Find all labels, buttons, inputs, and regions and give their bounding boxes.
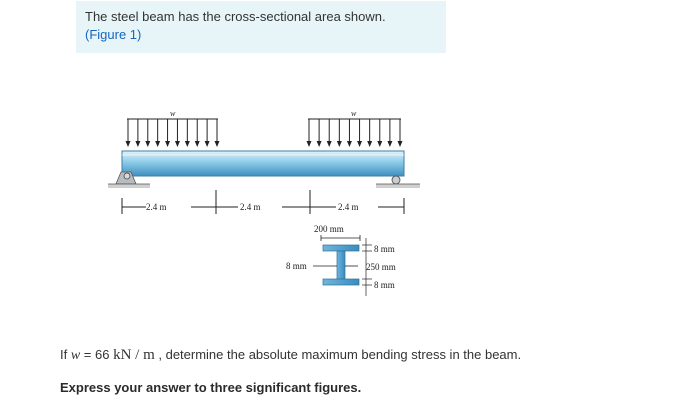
load-arrow-head: [184, 141, 190, 147]
beam: [121, 150, 405, 177]
top-flange-thickness-label: 8 mm: [374, 244, 395, 254]
load-arrow-head: [397, 141, 403, 147]
load-arrow-head: [326, 141, 332, 147]
load-arrow-head: [125, 141, 131, 147]
question-unit: kN / m: [113, 347, 155, 363]
question-equals: = 66: [80, 347, 114, 362]
load-arrow-head: [336, 141, 342, 147]
load-arrow-head: [377, 141, 383, 147]
span-2-label: 2.4 m: [240, 202, 261, 212]
load-arrow-head: [214, 141, 220, 147]
load-arrow-head: [135, 141, 141, 147]
load-arrow-head: [387, 141, 393, 147]
load-arrow-head: [194, 141, 200, 147]
flange-width-label: 200 mm: [314, 224, 344, 234]
load-arrow-head: [155, 141, 161, 147]
web-thickness-label: 8 mm: [286, 261, 307, 271]
intro-text: The steel beam has the cross-sectional a…: [85, 9, 386, 24]
pin-support: [108, 171, 150, 188]
distributed-load-right: w: [306, 109, 403, 147]
span-3-label: 2.4 m: [338, 202, 359, 212]
load-arrow-head: [165, 141, 171, 147]
span-dimensions: 2.4 m 2.4 m 2.4 m: [121, 190, 405, 214]
question-text: If w = 66 kN / m , determine the absolut…: [60, 347, 521, 364]
cross-section: 200 mm 8 mm 8 mm 250 mm 8 mm: [286, 224, 396, 296]
load-label-left: w: [170, 109, 176, 118]
distributed-load-left: w: [125, 109, 220, 147]
load-label-right: w: [351, 109, 357, 118]
question-variable: w: [70, 348, 81, 363]
answer-instruction: Express your answer to three significant…: [60, 380, 362, 395]
load-arrow-head: [316, 141, 322, 147]
bottom-flange-thickness-label: 8 mm: [374, 280, 395, 290]
span-1-label: 2.4 m: [146, 202, 167, 212]
load-arrow-head: [367, 141, 373, 147]
question-suffix: , determine the absolute maximum bending…: [154, 347, 522, 362]
beam-figure: w w 2.4 m 2.4 m 2.4 m: [108, 109, 420, 296]
load-arrow-head: [346, 141, 352, 147]
load-arrow-head: [357, 141, 363, 147]
roller-support: [376, 175, 420, 188]
load-arrow-head: [174, 141, 180, 147]
load-arrow-head: [306, 141, 312, 147]
question-prefix: If: [60, 347, 71, 362]
load-arrow-head: [145, 141, 151, 147]
web-height-label: 250 mm: [366, 262, 396, 272]
load-arrow-head: [204, 141, 210, 147]
intro-box: The steel beam has the cross-sectional a…: [76, 1, 446, 53]
figure-link[interactable]: (Figure 1): [85, 27, 142, 42]
